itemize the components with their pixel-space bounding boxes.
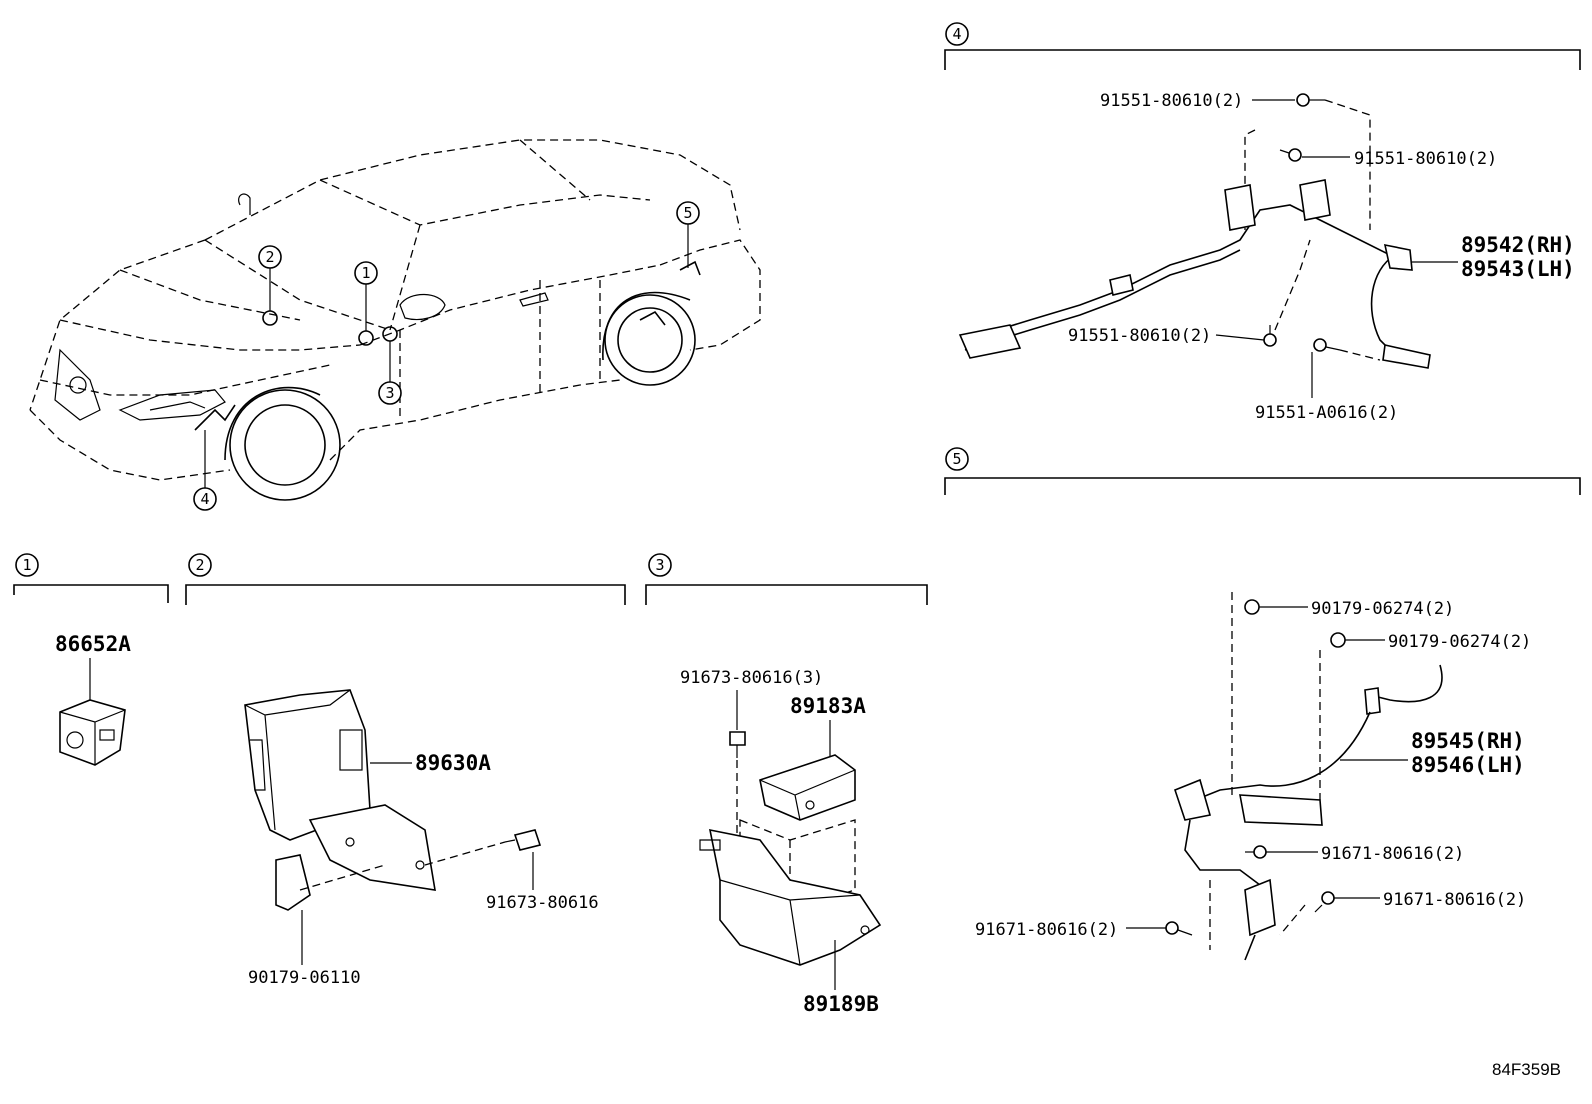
section-5: 5 90179-06274(2) 90179-06274(2) 89545(RH…	[944, 447, 1581, 961]
svg-text:1: 1	[22, 556, 31, 574]
section-4-marker	[945, 22, 969, 46]
part-89183A-label: 89183A	[790, 694, 866, 718]
part-91551-80610-label-1: 91551-80610(2)	[1100, 91, 1243, 111]
section-1: 1 86652A	[13, 553, 169, 766]
section-4: 4 91551-80610(2) 91551-80610(2) 89542(RH…	[944, 22, 1581, 423]
part-89545-rh-label: 89545(RH)	[1411, 729, 1525, 753]
section-5-marker	[945, 447, 969, 471]
diagram-code: 84F359B	[1492, 1060, 1561, 1079]
svg-text:1: 1	[361, 264, 370, 282]
part-89189B-label: 89189B	[803, 992, 879, 1016]
part-91671-80616-label-3: 91671-80616(2)	[975, 920, 1118, 940]
part-89543-lh-label: 89543(LH)	[1461, 257, 1575, 281]
section-3: 3 91673-80616(3) 89183A 89189B	[645, 553, 928, 1016]
svg-text:3: 3	[655, 556, 664, 574]
overview-callout-1: 1	[354, 261, 378, 285]
overview-callout-5: 5	[676, 201, 700, 225]
svg-text:4: 4	[200, 490, 209, 508]
part-90179-06110-label: 90179-06110	[248, 968, 361, 988]
part-91673-80616-label: 91673-80616	[486, 893, 599, 913]
part-89542-rh-label: 89542(RH)	[1461, 233, 1575, 257]
overview-callout-4: 4	[193, 487, 217, 511]
section-2-marker	[188, 553, 212, 577]
part-91671-80616-label-1: 91671-80616(2)	[1321, 844, 1464, 864]
overview-callout-3: 3	[378, 381, 402, 405]
part-91673-80616-3-label: 91673-80616(3)	[680, 668, 823, 688]
section-3-marker	[648, 553, 672, 577]
svg-text:3: 3	[385, 384, 394, 402]
svg-text:4: 4	[952, 25, 961, 43]
svg-text:5: 5	[952, 450, 961, 468]
svg-text:2: 2	[265, 248, 274, 266]
part-91551-80610-label-3: 91551-80610(2)	[1068, 326, 1211, 346]
svg-text:5: 5	[683, 204, 692, 222]
part-91551-80610-label-2: 91551-80610(2)	[1354, 149, 1497, 169]
part-91671-80616-label-2: 91671-80616(2)	[1383, 890, 1526, 910]
part-86652A-label: 86652A	[55, 632, 131, 656]
car-overview-drawing	[29, 139, 761, 501]
part-90179-06274-label-1: 90179-06274(2)	[1311, 599, 1454, 619]
part-90179-06274-label-2: 90179-06274(2)	[1388, 632, 1531, 652]
overview-callout-2: 2	[258, 245, 282, 269]
svg-text:2: 2	[195, 556, 204, 574]
section-2: 2 89630A 91673-80616 90179-06110	[185, 553, 626, 988]
part-89630A-label: 89630A	[415, 751, 491, 775]
part-91551-A0616-label: 91551-A0616(2)	[1255, 403, 1398, 423]
part-89546-lh-label: 89546(LH)	[1411, 753, 1525, 777]
section-1-marker	[15, 553, 39, 577]
